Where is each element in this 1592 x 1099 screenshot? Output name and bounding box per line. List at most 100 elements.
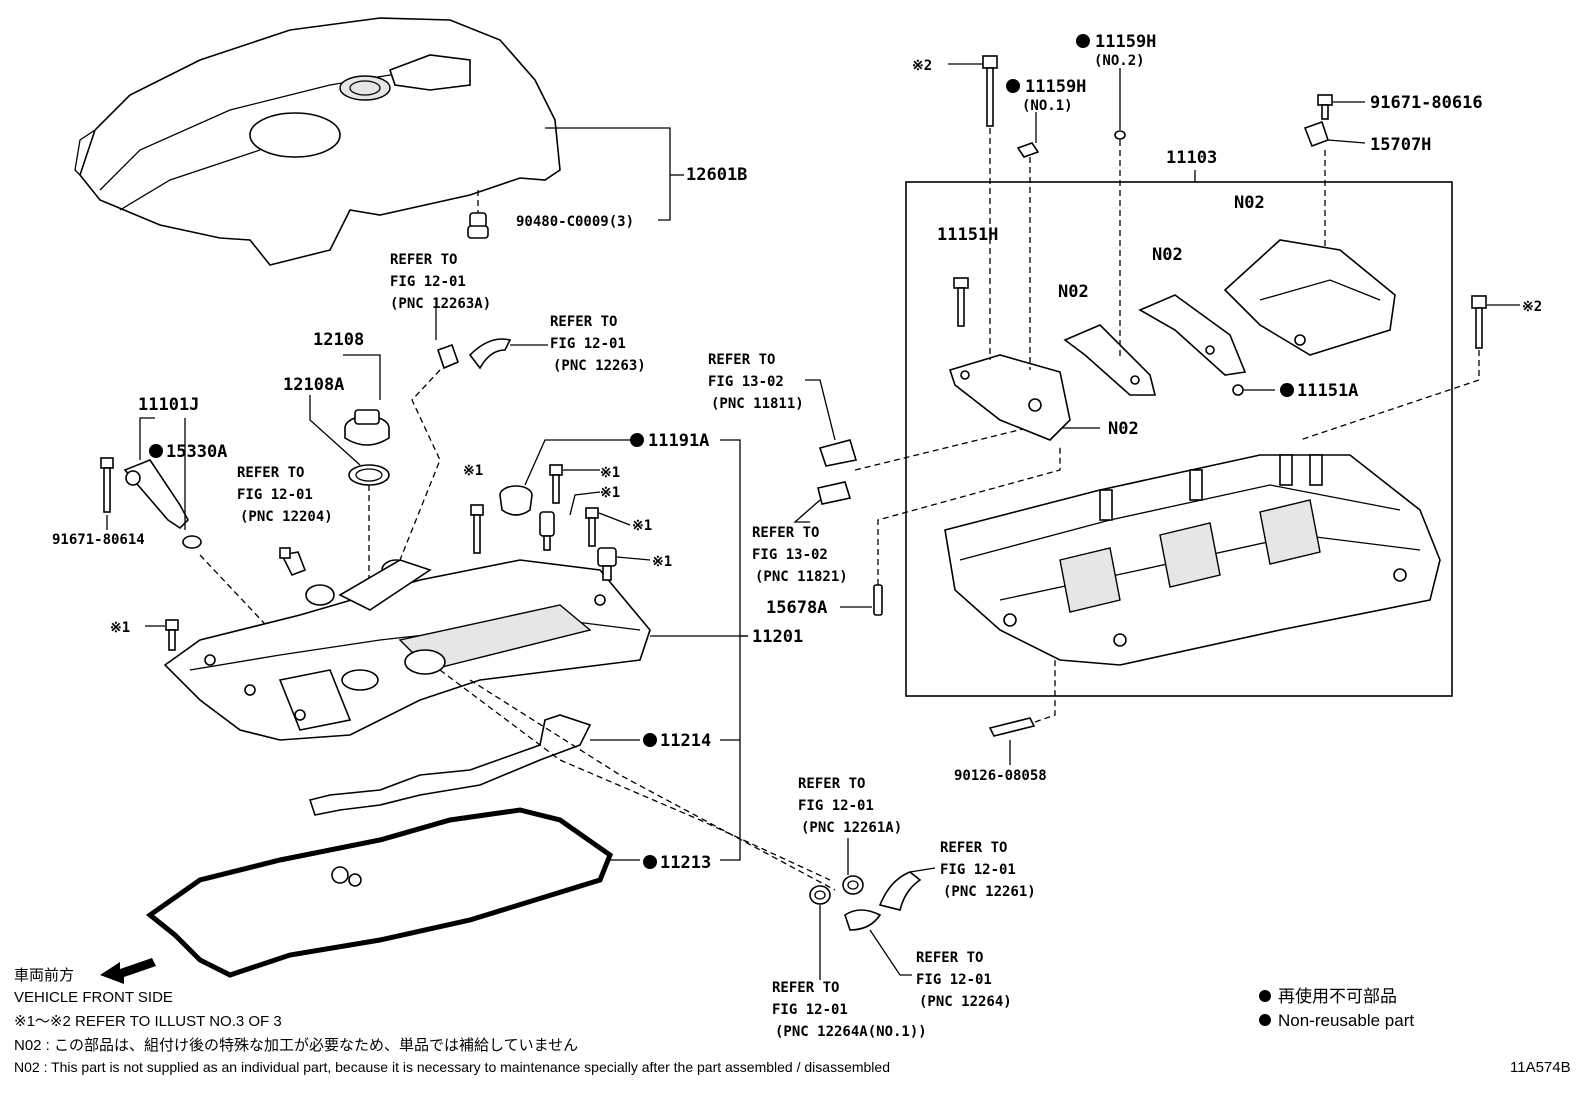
- note-n02-jp: N02 : この部品は、組付け後の特殊な加工が必要なため、単品では補給していませ…: [14, 1037, 578, 1054]
- nonreusable-dot-11151A: [1280, 383, 1294, 397]
- bolt-91671-80616: [1317, 94, 1333, 120]
- mark2-right: ※2: [1522, 299, 1542, 315]
- mark1-sensor-b: ※1: [652, 554, 672, 570]
- bolt-marked-1-a: [165, 619, 179, 651]
- leader-90126-dash: [1034, 660, 1056, 723]
- pressure-sensor-12204: [279, 547, 307, 577]
- label-12108: 12108: [313, 330, 364, 350]
- ref-11811-l3: (PNC 11811): [711, 396, 804, 412]
- bolt-marked-2-top: [982, 55, 998, 127]
- label-n02-a: N02: [1108, 419, 1139, 439]
- leader-11191A: [524, 439, 630, 486]
- stud-90126-08058: [988, 717, 1036, 737]
- front-label-jp: 車両前方: [14, 967, 74, 984]
- ref-12261A-l1: REFER TO: [798, 776, 865, 792]
- ref-12261A-l3: (PNC 12261A): [801, 820, 902, 836]
- sensor-11101J: [123, 459, 189, 530]
- engine-cover: [74, 17, 561, 266]
- label-n02-d: N02: [1234, 193, 1265, 213]
- label-15707H: 15707H: [1370, 135, 1431, 155]
- part-11821: [817, 481, 852, 505]
- label-11201: 11201: [752, 627, 803, 647]
- gasket-11214: [308, 714, 592, 816]
- ref-12264A-l1: REFER TO: [772, 980, 839, 996]
- grommet-90480: [467, 212, 489, 239]
- label-11103: 11103: [1166, 148, 1217, 168]
- label-11151H: 11151H: [937, 225, 998, 245]
- leader-mark2-right-dash: [1299, 350, 1480, 441]
- cam-bearing-cap-a: [948, 354, 1071, 441]
- label-90126: 90126-08058: [954, 768, 1047, 784]
- illust-id: 11A574B: [1510, 1059, 1571, 1076]
- ref-12261A-l2: FIG 12-01: [798, 798, 874, 814]
- leader-11101J: [139, 417, 155, 460]
- leader-mark1-sensor-b: [616, 556, 651, 561]
- bolt-marked-2-right: [1471, 295, 1487, 349]
- nonreusable-dot-11159H-no2: [1076, 34, 1090, 48]
- leader-12263A-down: [399, 369, 441, 561]
- mark1-sensor: ※1: [600, 485, 620, 501]
- ref-11821-l3: (PNC 11821): [755, 569, 848, 585]
- nonreusable-dot-11191A: [630, 433, 644, 447]
- bracket-15707H: [1303, 120, 1330, 148]
- label-n02-c: N02: [1152, 245, 1183, 265]
- note-n02-en: N02 : This part is not supplied as an in…: [14, 1059, 890, 1075]
- ref-12264A-l2: FIG 12-01: [772, 1002, 848, 1018]
- legend-text-jp: 再使用不可部品: [1278, 986, 1397, 1006]
- ref-11821-l2: FIG 13-02: [752, 547, 828, 563]
- label-90480: 90480-C0009(3): [516, 214, 634, 230]
- legend-dot-en-icon: [1259, 1014, 1271, 1026]
- ref-12261-l3: (PNC 12261): [943, 884, 1036, 900]
- seal-11191A: [499, 485, 533, 516]
- label-11159H-no2-sub: (NO.2): [1094, 53, 1145, 69]
- hose-12264: [844, 909, 882, 931]
- bolt-91671-80614: [100, 457, 114, 513]
- pcv-hose-12263A: [436, 343, 460, 370]
- ref-12263-l1: REFER TO: [550, 314, 617, 330]
- ref-12263A-l1: REFER TO: [390, 252, 457, 268]
- cylinder-head-cover: [163, 559, 651, 741]
- note-refer-illust: ※1～※2 REFER TO ILLUST NO.3 OF 3: [14, 1013, 282, 1030]
- cam-bearing-cap-b: [1063, 324, 1157, 396]
- hose-12261: [878, 871, 922, 911]
- bolt-marked-1-b: [470, 504, 484, 554]
- leader-15678A-dash: [877, 445, 1061, 585]
- leader-11811: [805, 379, 836, 441]
- part-11811: [818, 439, 858, 467]
- label-11213: 11213: [660, 853, 711, 873]
- plug-11159H-no1: [1016, 142, 1040, 158]
- leader-mark1-sensor: [569, 491, 601, 516]
- ref-12263-l3: (PNC 12263): [553, 358, 646, 374]
- front-arrow-icon: [100, 958, 156, 984]
- nonreusable-dot-15330A: [149, 444, 163, 458]
- oil-filler-cap: [344, 409, 390, 446]
- sensor-marked-1-b: [597, 547, 617, 581]
- front-label-en: VEHICLE FRONT SIDE: [14, 989, 173, 1006]
- gasket-11213: [145, 807, 614, 978]
- ref-12264A-l3: (PNC 12264A(NO.1)): [775, 1024, 927, 1040]
- cam-bearing-cap-c: [1138, 294, 1247, 376]
- ref-12264-l3: (PNC 12264): [919, 994, 1012, 1010]
- mark2-top: ※2: [912, 58, 932, 74]
- label-11159H-no1: 11159H: [1025, 77, 1086, 97]
- hose-12263: [468, 338, 512, 370]
- nonreusable-dot-11213: [643, 855, 657, 869]
- mark1-c: ※1: [600, 465, 620, 481]
- label-11159H-no1-sub: (NO.1): [1022, 98, 1073, 114]
- clamp-12261A: [842, 875, 864, 895]
- clamp-12264A: [809, 885, 831, 905]
- legend-text-en: Non-reusable part: [1278, 1011, 1414, 1030]
- ref-12263-l2: FIG 12-01: [550, 336, 626, 352]
- label-15678A: 15678A: [766, 598, 827, 618]
- label-n02-b: N02: [1058, 282, 1089, 302]
- bolt-11151H: [953, 277, 969, 327]
- mark1-a: ※1: [110, 620, 130, 636]
- ref-11821-l1: REFER TO: [752, 525, 819, 541]
- ball-11151A: [1232, 384, 1244, 396]
- ref-12263A-l2: FIG 12-01: [390, 274, 466, 290]
- nonreusable-dot-11159H-no1: [1006, 79, 1020, 93]
- ref-12204-l2: FIG 12-01: [237, 487, 313, 503]
- dowel-15678A: [873, 584, 883, 616]
- leader-12601B: [545, 127, 671, 221]
